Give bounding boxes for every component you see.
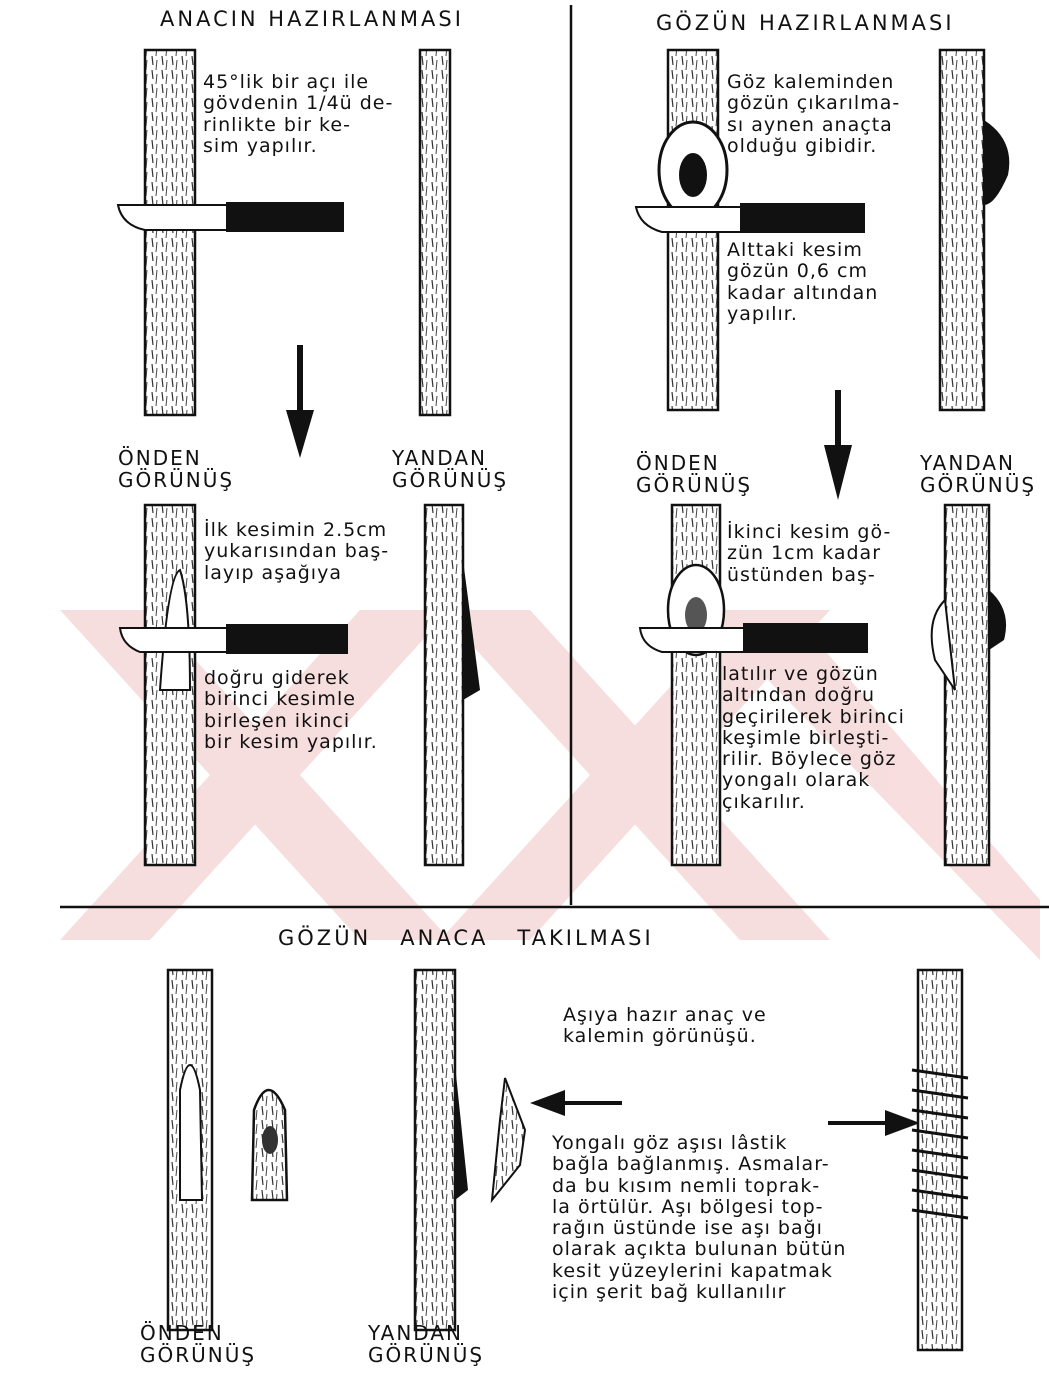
stock-trunk-side [420, 50, 450, 415]
stock-side-view-label: YANDAN GÖRÜNÜŞ [392, 447, 508, 492]
budwood-side [940, 50, 984, 410]
stock-cut-side [425, 505, 463, 865]
bud-front-view-label: ÖNDEN GÖRÜNÜŞ [636, 452, 752, 497]
bud-side-view-label: YANDAN GÖRÜNÜŞ [920, 452, 1036, 497]
left-arrow-icon [530, 1090, 622, 1116]
bud-chip-side-view [492, 1078, 525, 1200]
bud-core [679, 153, 707, 197]
bud-note-1: Göz kaleminden gözün çıkarılma- sı aynen… [727, 72, 900, 157]
bud-note-2: Alttaki kesim gözün 0,6 cm kadar altında… [727, 240, 878, 325]
stock-cut2-note-bottom: doğru giderek birinci kesimle birleşen i… [204, 668, 378, 753]
stock-section-title: ANACIN HAZIRLANMASI [160, 8, 464, 32]
bud-side [984, 120, 1009, 205]
knife-icon [640, 623, 868, 653]
insertion-side-view-label: YANDAN GÖRÜNÜŞ [368, 1322, 484, 1367]
bud-section-title: GÖZÜN HAZIRLANMASI [656, 12, 955, 36]
stock-cut2-note-top: İlk kesimin 2.5cm yukarısından baş- layı… [204, 520, 389, 584]
bud-note-3-bottom: latılır ve gözün altından doğru geçirile… [722, 664, 905, 813]
down-arrow-icon [824, 390, 852, 500]
insertion-section-title: GÖZÜN ANACA TAKILMASI [278, 927, 654, 951]
stock-front-view-label: ÖNDEN GÖRÜNÜŞ [118, 447, 234, 492]
prepared-stock-notch [455, 1065, 468, 1200]
bud-side-dark [989, 590, 1006, 650]
knife-icon [120, 624, 348, 654]
stock-cut1-note: 45°lik bir açı ile gövdenin 1/4ü de- rin… [203, 72, 393, 157]
insertion-front-view-label: ÖNDEN GÖRÜNÜŞ [140, 1322, 256, 1367]
bud-chip [252, 1090, 287, 1200]
ready-stock-note: Aşıya hazır anaç ve kalemin görünüşü. [563, 1005, 767, 1048]
knife-icon [118, 202, 344, 232]
knife-icon [636, 203, 865, 233]
wrapped-graft-note: Yongalı göz aşısı lâstik bağla bağlanmış… [552, 1133, 846, 1303]
wrapped-graft [918, 970, 962, 1350]
bud-note-3-top: İkinci kesim gö- zün 1cm kadar üstünden … [727, 522, 891, 586]
stock-trunk-front [145, 50, 195, 415]
down-arrow-icon [286, 345, 314, 458]
budwood-cut-front [672, 505, 720, 865]
stock-slot [180, 1065, 202, 1200]
prepared-stock-side [415, 970, 455, 1330]
